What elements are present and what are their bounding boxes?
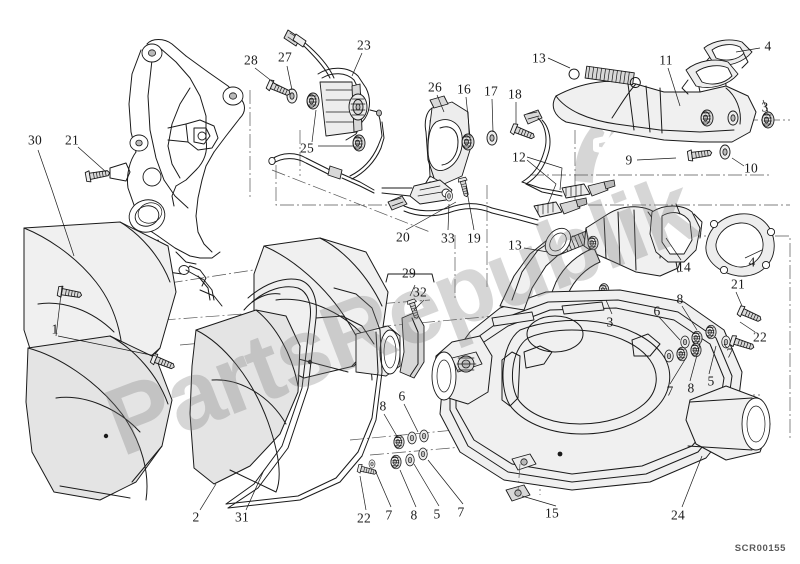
callout-number: 8 (676, 291, 684, 307)
lower-cover-31 (189, 309, 301, 493)
silencer-cover-2 (25, 285, 177, 501)
callout-number: 8 (379, 398, 387, 414)
callout-number: 27 (277, 49, 293, 65)
callout-number: 11 (659, 52, 673, 68)
callout-number: 5 (433, 506, 441, 522)
callout-number: 28 (243, 52, 259, 68)
callout-number: 20 (395, 229, 411, 245)
callout-number: 12 (511, 149, 527, 165)
callout-number: 13 (507, 237, 523, 253)
leader-lines (37, 47, 769, 511)
callout-number: 22 (752, 329, 768, 345)
callout-number: 7 (457, 504, 465, 520)
callout-number: 4 (748, 254, 756, 270)
callout-number: 7 (385, 507, 393, 523)
callout-number: 26 (427, 79, 443, 95)
callout-number: 10 (743, 160, 759, 176)
callout-number: 25 (299, 140, 315, 156)
callout-number: 8 (687, 380, 695, 396)
main-silencer-24 (431, 227, 771, 502)
callout-number: 33 (440, 230, 456, 246)
callout-number: 15 (544, 505, 560, 521)
callout-number: 1 (51, 321, 59, 337)
callout-number: 7 (726, 345, 734, 361)
callout-number: 16 (456, 81, 472, 97)
callout-number: 21 (730, 276, 746, 292)
callout-number: 8 (410, 507, 418, 523)
drawing-code-label: SCR00155 (734, 543, 786, 554)
callout-number: 24 (670, 507, 686, 523)
callout-number: 2 (192, 509, 200, 525)
callout-number: 18 (507, 86, 523, 102)
callout-number: 9 (625, 152, 633, 168)
exhaust-valve-servo (265, 29, 385, 194)
callout-number: 22 (356, 510, 372, 526)
callout-number: 21 (64, 132, 80, 148)
callout-number: 32 (412, 284, 428, 300)
callout-number: 13 (531, 50, 547, 66)
callout-number: 3 (606, 314, 614, 330)
callout-number: 5 (707, 373, 715, 389)
callout-number: 14 (676, 259, 692, 275)
callout-number: 6 (653, 303, 661, 319)
frame-bracket-assembly (84, 39, 245, 307)
valve-housing-26 (381, 95, 537, 205)
callout-number: 23 (356, 37, 372, 53)
callout-number: 4 (764, 38, 772, 54)
callout-number: 19 (466, 230, 482, 246)
callout-number: 6 (398, 388, 406, 404)
callout-number: 29 (401, 265, 417, 281)
callout-number: 17 (483, 83, 499, 99)
belly-pan-31 (225, 278, 383, 509)
callout-number: 31 (234, 509, 250, 525)
callout-number: 7 (666, 383, 674, 399)
callout-number: 30 (27, 132, 43, 148)
callout-number: 3 (761, 99, 769, 115)
head-pipe-11 (552, 39, 775, 162)
lambda-sensors-12 (387, 109, 616, 226)
